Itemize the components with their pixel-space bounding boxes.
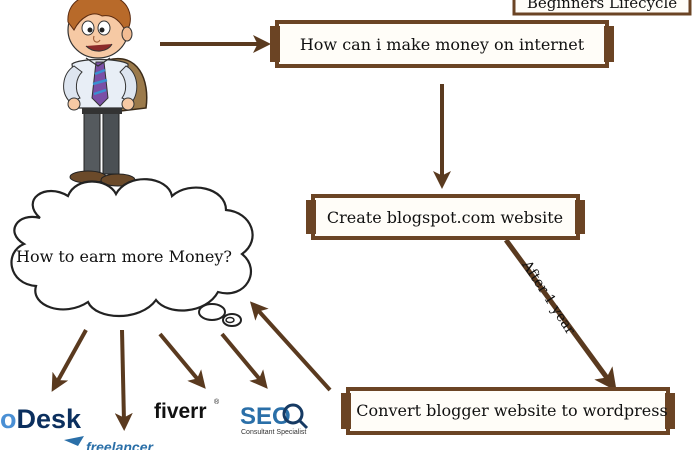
arrow-step2-to-step3 [503, 238, 617, 392]
step-box-1: How can i make money on internet [270, 20, 614, 68]
thought-cloud-text: How to earn more Money? [16, 247, 232, 266]
fiverr-trademark: ® [214, 398, 220, 406]
edge-label-after-1-year: After 1 year [518, 257, 578, 338]
title-banner: Beginners Lifecycle [512, 0, 692, 16]
step-box-2: Create blogspot.com website [306, 194, 585, 240]
step-3-label: Convert blogger website to wordpress [356, 401, 667, 420]
step-1-label: How can i make money on internet [300, 35, 585, 54]
svg-text:oDesk: oDesk [0, 404, 82, 434]
seo-name: SEO [240, 403, 291, 430]
fiverr-name: fiverr [154, 400, 207, 423]
arrow-cloud-to-seo [220, 332, 268, 389]
odesk-name: Desk [17, 404, 83, 434]
seo-logo: SEO Consultant Specialist [240, 403, 309, 436]
arrow-step3-to-cloud [249, 301, 332, 392]
seo-subtitle: Consultant Specialist [241, 429, 306, 436]
arrow-cloud-to-fiverr [158, 332, 206, 389]
boy-illustration [63, 0, 148, 187]
odesk-o: o [0, 404, 17, 434]
arrow-cloud-to-freelancer [114, 329, 133, 431]
fiverr-logo: fiverr ® [154, 398, 220, 423]
arrows [51, 35, 617, 431]
odesk-logo: oDesk [0, 404, 82, 434]
thought-cloud: How to earn more Money? [10, 178, 254, 327]
step-2-label: Create blogspot.com website [327, 208, 563, 227]
title-text: Beginners Lifecycle [527, 0, 677, 12]
arrow-cloud-to-odesk [51, 329, 88, 392]
freelancer-name: freelancer [86, 439, 154, 450]
freelancer-logo: freelancer [64, 436, 154, 450]
step-box-3: Convert blogger website to wordpress [341, 387, 675, 435]
magnifier-icon [282, 403, 304, 425]
